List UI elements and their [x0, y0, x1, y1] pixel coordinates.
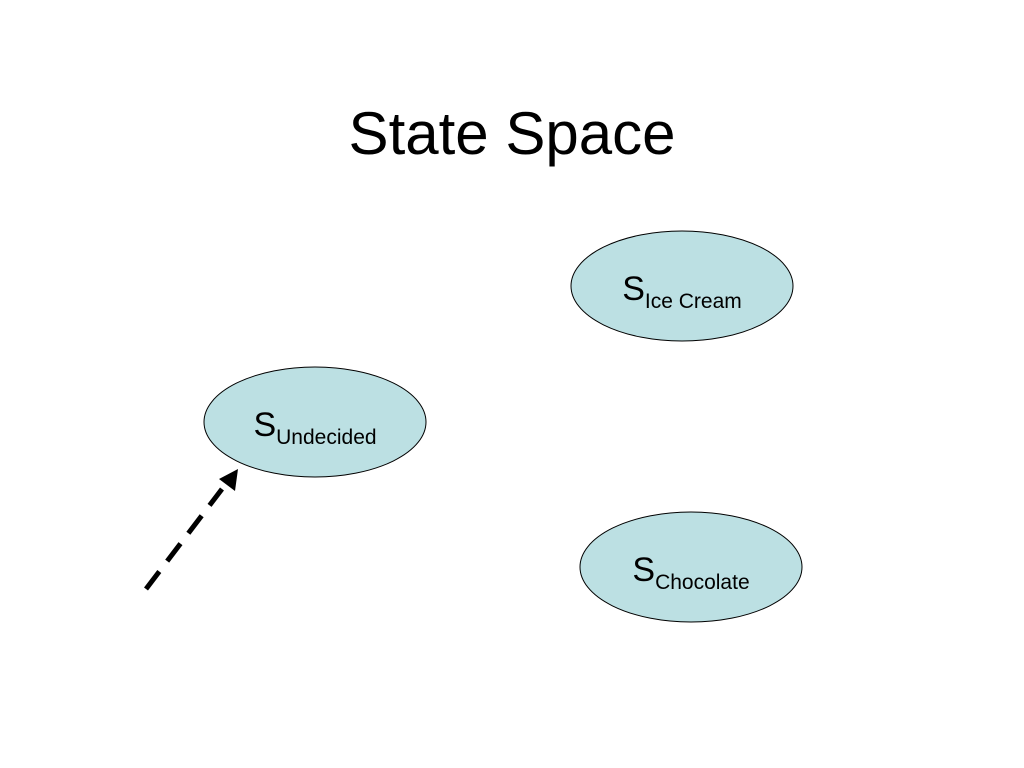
state-node-undecided: SUndecided [203, 366, 427, 478]
state-subscript: Undecided [276, 426, 376, 449]
state-label-chocolate: SChocolate [632, 551, 749, 594]
state-ellipse-ice-cream [570, 230, 794, 342]
slide-title: State Space [348, 100, 676, 167]
start-arrow [144, 469, 238, 591]
state-ellipse-undecided [203, 366, 427, 478]
state-subscript: Ice Cream [645, 290, 742, 313]
state-ellipse-chocolate [579, 511, 803, 623]
state-subscript: Chocolate [655, 571, 750, 594]
state-node-ice-cream: SIce Cream [570, 230, 794, 342]
state-node-chocolate: SChocolate [579, 511, 803, 623]
state-label-undecided: SUndecided [253, 406, 376, 449]
arrowhead-icon [219, 469, 238, 491]
state-letter: S [622, 270, 645, 308]
state-label-ice-cream: SIce Cream [622, 270, 742, 313]
state-letter: S [253, 406, 276, 444]
start-arrow-dashed-line [144, 487, 224, 591]
state-letter: S [632, 551, 655, 589]
